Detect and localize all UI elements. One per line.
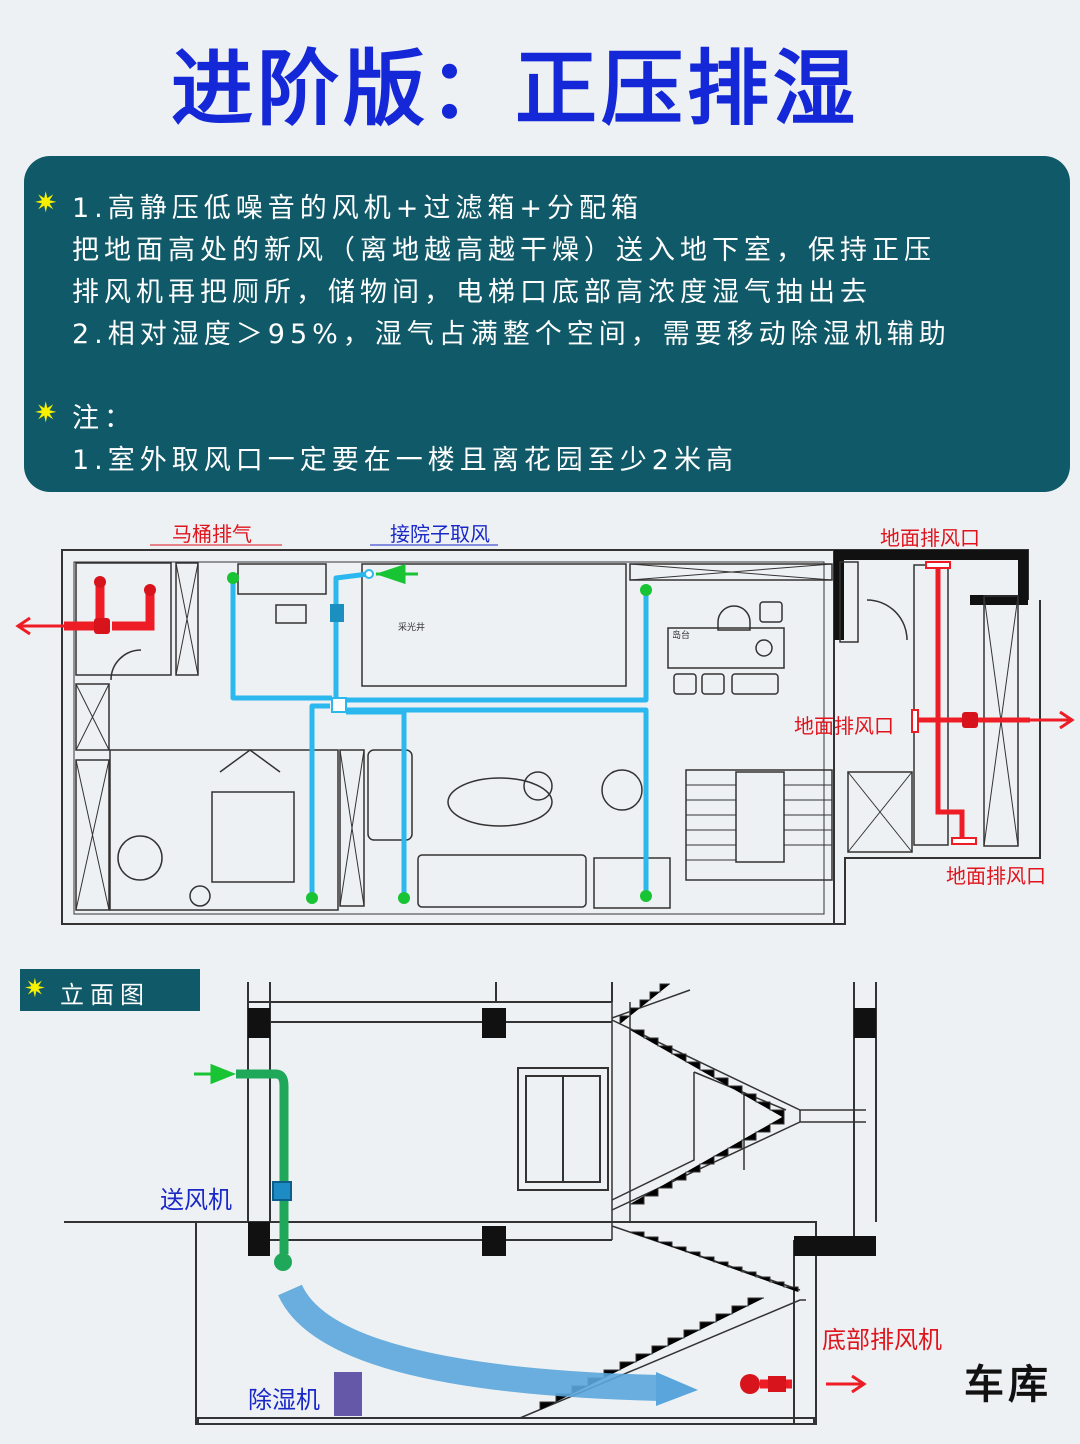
notes-line-2: 把地面高处的新风（离地越高越干燥）送入地下室，保持正压 [72, 235, 936, 266]
star-icon: ✷ [34, 186, 58, 219]
island-label: 岛台 [672, 629, 690, 641]
supply-vent-icon [227, 572, 652, 904]
floor-exhaust-bottom-label: 地面排风口 [946, 864, 1046, 888]
exhaust-fan-icon [962, 712, 978, 728]
floor-exhaust-mid-label: 地面排风口 [794, 714, 894, 738]
dehumidifier-icon [334, 1372, 362, 1416]
filter-box [330, 604, 344, 622]
supply-fan-label: 送风机 [160, 1186, 232, 1214]
intake-arrow-icon [375, 563, 418, 585]
page-title: 进阶版：正压排湿 [170, 42, 859, 137]
elevation-heading: 立面图 [60, 981, 150, 1009]
garage-label: 车库 [964, 1362, 1052, 1408]
star-icon: ✷ [24, 974, 52, 1004]
note-heading: 注： [72, 403, 136, 434]
toilet-exhaust-label: 马桶排气 [172, 522, 252, 546]
airflow-arrow [278, 1284, 661, 1401]
dehumidifier-label: 除湿机 [248, 1386, 320, 1414]
notes-line-4: 2.相对湿度＞95%，湿气占满整个空间，需要移动除湿机辅助 [72, 319, 951, 350]
supply-fan-icon [272, 1181, 292, 1201]
skylight-label: 采光井 [398, 621, 425, 633]
notes-line-3: 排风机再把厕所，储物间，电梯口底部高浓度湿气抽出去 [72, 277, 872, 308]
distribution-box [331, 697, 347, 713]
intake-arrow-icon [194, 1063, 237, 1085]
elevation-heading-tag: ✷ 立面图 [20, 969, 200, 1011]
floor-exhaust-duct [918, 566, 1030, 838]
supply-duct [230, 571, 649, 896]
elevation-supply-duct [236, 1069, 289, 1254]
yard-intake-label: 接院子取风 [390, 522, 490, 546]
exhaust-fan-icon [740, 1374, 760, 1394]
notes-line-1: 1.高静压低噪音的风机+过滤箱+分配箱 [72, 193, 644, 224]
notes-panel: ✷ 1.高静压低噪音的风机+过滤箱+分配箱 把地面高处的新风（离地越高越干燥）送… [24, 156, 1070, 492]
exhaust-fan-icon [94, 576, 156, 634]
star-icon: ✷ [34, 396, 58, 429]
floor-exhaust-top-label: 地面排风口 [880, 526, 980, 550]
bottom-exhaust-fan-label: 底部排风机 [822, 1326, 942, 1354]
note-line-1: 1.室外取风口一定要在一楼且离花园至少2米高 [72, 445, 738, 476]
